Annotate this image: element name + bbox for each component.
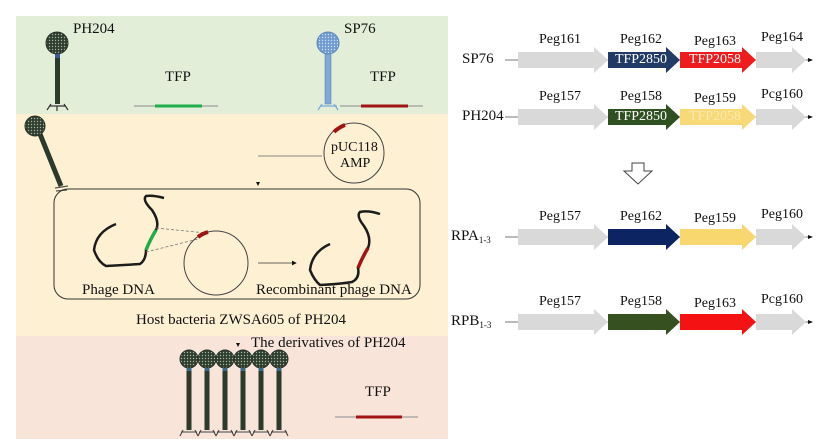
gene-map-row: [505, 224, 813, 250]
gene-label: Peg157: [539, 209, 581, 224]
phage-ph204-icon: [45, 31, 69, 111]
phage-sp76-label: SP76: [344, 21, 376, 37]
gene-arrow: [756, 104, 806, 130]
panel-parent-phages: [16, 16, 448, 114]
phage-sp76-icon: [316, 31, 340, 111]
gene-label: Peg159: [694, 91, 736, 106]
derivatives-label: The derivatives of PH204: [251, 335, 406, 351]
gene-label: Peg163: [694, 296, 736, 311]
tfp-gene-inner-label: TFP2058: [688, 109, 742, 124]
phage-dna-strand: [92, 194, 165, 268]
down-arrow-icon: [236, 343, 240, 347]
phage-infecting-icon: [24, 115, 69, 192]
gene-map-row-name: PH204: [462, 108, 504, 124]
gene-arrow: [518, 104, 608, 130]
hollow-down-arrow-icon: [622, 162, 654, 185]
derivative-phage-icon: [197, 349, 217, 437]
crossover-lines: [145, 227, 207, 253]
gene-map-row-name: RPA1-3: [451, 228, 491, 245]
tfp-label-derivative: TFP: [365, 384, 391, 400]
gene-label: Peg159: [694, 211, 736, 226]
gene-arrow: [608, 47, 680, 73]
gene-label: Pcg160: [761, 87, 803, 102]
derivative-phage-icon: [179, 349, 199, 437]
gene-maps: [505, 47, 813, 335]
tfp-gene-inner-label: TFP2850: [614, 52, 668, 67]
gene-label: Peg162: [620, 209, 662, 224]
gene-label: Peg158: [620, 89, 662, 104]
plasmid-in-cell-icon: [183, 230, 249, 296]
gene-label: Peg157: [539, 89, 581, 104]
recombinant-dna-strand: [308, 210, 381, 287]
derivative-phage-icon: [251, 349, 271, 437]
host-bacteria-label: Host bacteria ZWSA605 of PH204: [136, 312, 346, 328]
gene-label: Peg160: [761, 207, 803, 222]
derivative-phage-icon: [215, 349, 235, 437]
gene-arrow: [680, 104, 756, 130]
gene-label: Peg163: [694, 34, 736, 49]
recombinant-dna-label: Recombinant phage DNA: [256, 282, 412, 298]
gene-arrow: [680, 47, 756, 73]
gene-map-row: [505, 309, 813, 335]
derivative-phages-group: [179, 349, 289, 437]
gene-arrow: [680, 309, 756, 335]
plasmid-puc118-icon: [323, 122, 385, 184]
gene-arrow: [518, 47, 608, 73]
tfp-label-ph204: TFP: [165, 69, 191, 85]
plasmid-marker-label: AMP: [340, 156, 371, 171]
gene-map-row: [505, 104, 813, 130]
gene-label: Peg161: [539, 32, 581, 47]
gene-arrow: [608, 309, 680, 335]
gene-map-row-name: SP76: [462, 51, 494, 67]
gene-arrow: [756, 224, 806, 250]
row-name-subscript: 1-3: [479, 320, 492, 330]
tfp-gene-inner-label: TFP2058: [688, 52, 742, 67]
row-name-subscript: 1-3: [478, 235, 491, 245]
phage-dna-label: Phage DNA: [82, 282, 155, 298]
gene-arrow: [680, 224, 756, 250]
gene-map-row-name: RPB1-3: [451, 313, 492, 330]
gene-label: Peg162: [620, 32, 662, 47]
host-cell-box: [53, 188, 421, 300]
gene-label: Peg157: [539, 294, 581, 309]
derivative-phage-icon: [233, 349, 253, 437]
derivative-phage-icon: [269, 349, 289, 437]
gene-label: Peg158: [620, 294, 662, 309]
tfp-gene-inner-label: TFP2850: [614, 109, 668, 124]
down-arrow-icon: [256, 182, 260, 186]
gene-arrow: [608, 104, 680, 130]
gene-map-row: [505, 47, 813, 73]
gene-label: Peg164: [761, 30, 803, 45]
phage-ph204-label: PH204: [73, 21, 115, 37]
gene-label: Pcg160: [761, 292, 803, 307]
plasmid-name-label: pUC118: [331, 140, 378, 155]
gene-arrow: [608, 224, 680, 250]
gene-arrow: [756, 47, 806, 73]
tfp-label-sp76: TFP: [370, 69, 396, 85]
gene-arrow: [518, 309, 608, 335]
gene-arrow: [518, 224, 608, 250]
gene-arrow: [756, 309, 806, 335]
